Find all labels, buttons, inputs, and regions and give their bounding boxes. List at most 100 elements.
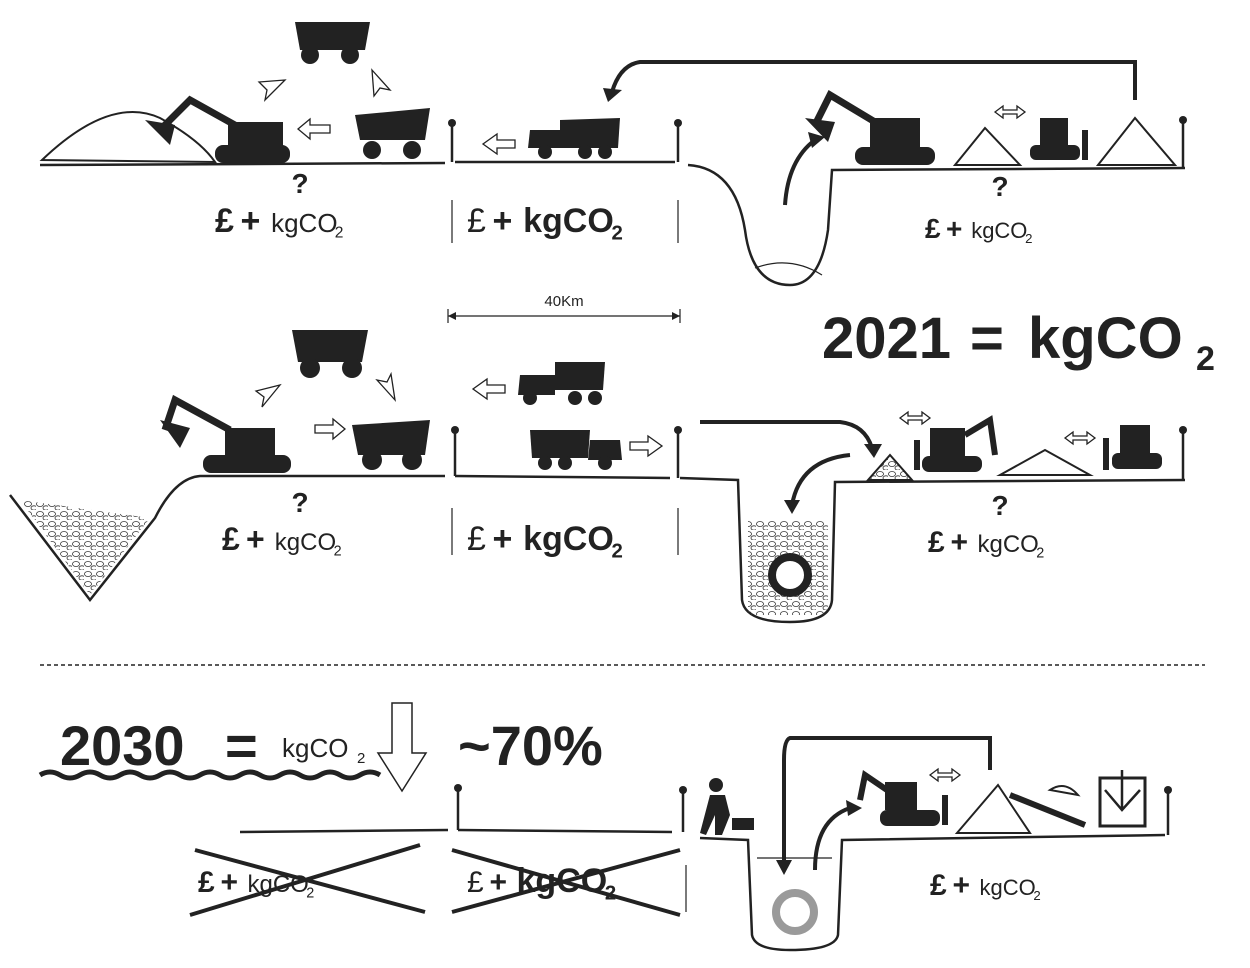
- tipper-truck-loaded-icon: [530, 430, 622, 470]
- lift-arrow: [783, 138, 817, 206]
- transfer-arrow: [700, 420, 874, 449]
- cycle-arrows: [254, 371, 396, 441]
- plus-sign: +: [221, 866, 239, 899]
- headline-2021-year: 2021: [822, 306, 951, 371]
- worker-compactor-icon: [700, 778, 754, 835]
- carbon-unit-subscript: 2: [306, 885, 314, 901]
- backfill-arrow: [790, 453, 851, 506]
- material-pile: [952, 126, 1023, 166]
- ground-line: [239, 828, 449, 834]
- return-arrow: [610, 60, 1137, 100]
- carbon-unit: kgCO: [517, 862, 608, 900]
- reuse-loop-arrow: [782, 736, 992, 865]
- double-arrow: [928, 767, 962, 783]
- direction-arrow-right: [629, 434, 664, 458]
- excavator-icon: [160, 394, 291, 473]
- headline-2030-subscript: 2: [357, 750, 365, 767]
- carbon-unit-subscript: 2: [605, 882, 616, 904]
- carbon-unit-subscript: 2: [335, 225, 344, 242]
- conveyor-icon: [1008, 785, 1087, 828]
- backhoe-dozer-icon: [914, 415, 998, 472]
- aggregate-pile: [865, 453, 915, 481]
- headline-2030-equals: =: [225, 714, 258, 777]
- row3-scene: 2030 = kgCO 2 ~70%: [38, 702, 1172, 952]
- headline-2030-unit: kgCO: [282, 733, 348, 763]
- headline-2030: 2030 = kgCO 2 ~70%: [38, 702, 603, 793]
- unknown-marker: ?: [291, 168, 308, 199]
- borrow-pit: [9, 474, 445, 603]
- aggregate-fill: [20, 500, 150, 595]
- currency-symbol: £: [467, 520, 486, 558]
- pipe-icon: [768, 553, 812, 597]
- carbon-unit: kgCO: [271, 208, 337, 238]
- distance-dimension: 40Km: [447, 293, 681, 323]
- ground-line: [454, 474, 671, 480]
- row2-scene: 40Km: [9, 293, 1215, 624]
- wavy-underline: [38, 769, 382, 781]
- currency-symbol: £: [930, 869, 947, 902]
- new-pipe-icon: [772, 889, 818, 935]
- material-pile: [996, 448, 1094, 476]
- dump-truck-loaded-icon: [355, 108, 430, 159]
- tipper-truck-icon: [528, 118, 620, 159]
- plus-sign: +: [490, 866, 508, 899]
- boundary-posts: [448, 116, 1187, 168]
- plus-sign: +: [493, 202, 513, 240]
- unknown-marker: ?: [991, 171, 1008, 202]
- direction-arrow-left: [481, 132, 516, 156]
- lift-arrow: [813, 806, 851, 871]
- headline-2021: 2021 = kgCO 2: [822, 306, 1215, 378]
- unknown-marker: ?: [991, 490, 1008, 521]
- currency-symbol: £: [467, 202, 486, 240]
- cost-carbon-labels: £+kgCO2?£+kgCO2£+kgCO2?£+kgCO2?£+kgCO2£+…: [198, 168, 1044, 904]
- double-arrow: [993, 104, 1027, 120]
- currency-symbol: £: [222, 521, 240, 557]
- material-pile: [954, 783, 1032, 834]
- cycle-arrows: [257, 68, 392, 141]
- plus-sign: +: [953, 869, 971, 902]
- excavation-trench: [687, 163, 1186, 287]
- section-bars: [451, 508, 679, 555]
- strike-through-cross: [189, 843, 687, 917]
- boundary-posts: [451, 426, 1187, 480]
- trench-spoil: [754, 262, 823, 276]
- soil-heap: [39, 111, 217, 164]
- carbon-unit: kgCO: [523, 202, 614, 240]
- section-bars: [451, 200, 679, 243]
- dump-truck-icon: [292, 330, 368, 378]
- carbon-unit: kgCO: [978, 531, 1039, 558]
- direction-arrow-left: [471, 377, 506, 401]
- plus-sign: +: [246, 521, 265, 557]
- headline-2021-equals: =: [970, 306, 1004, 371]
- backhoe-dozer-icon: [857, 769, 948, 826]
- ground-line: [457, 828, 673, 834]
- excavator-icon: [145, 95, 290, 163]
- carbon-unit-subscript: 2: [612, 222, 623, 244]
- carbon-unit-subscript: 2: [334, 543, 342, 559]
- plus-sign: +: [946, 213, 962, 244]
- dump-truck-loaded-icon: [352, 420, 430, 470]
- crusher-icon: [1098, 770, 1147, 828]
- bulldozer-icon: [1030, 118, 1088, 160]
- carbon-unit-subscript: 2: [612, 540, 623, 562]
- boundary-posts: [454, 784, 1172, 835]
- dump-truck-icon: [295, 22, 370, 64]
- carbon-unit: kgCO: [275, 529, 336, 556]
- headline-2021-subscript: 2: [1196, 340, 1215, 378]
- row1-scene: [39, 22, 1187, 287]
- reduction-percentage: ~70%: [458, 714, 603, 777]
- headline-2030-year: 2030: [60, 714, 185, 777]
- distance-label: 40Km: [544, 293, 583, 310]
- double-arrow: [898, 410, 932, 426]
- decrease-arrow-icon: [376, 702, 428, 793]
- double-arrow: [1063, 430, 1097, 446]
- plus-sign: +: [241, 202, 261, 240]
